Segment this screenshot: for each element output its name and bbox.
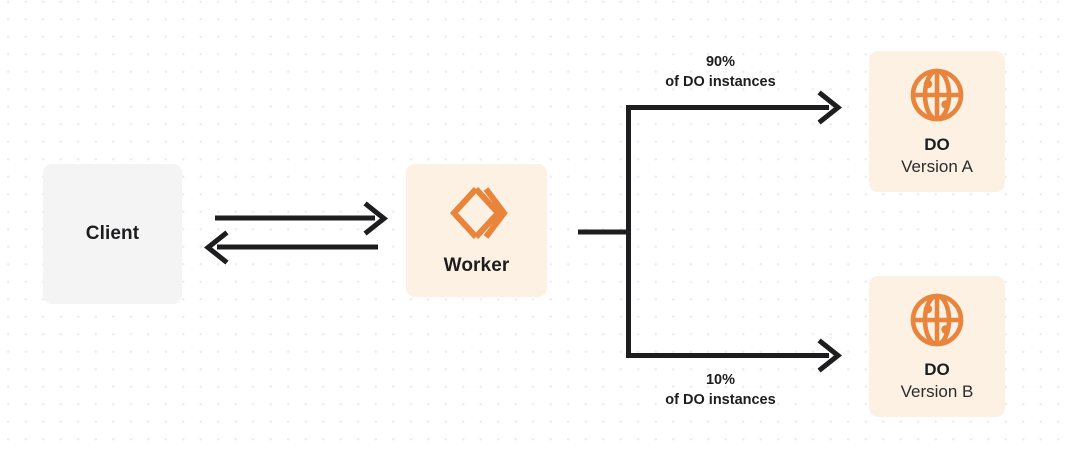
edge-worker-to-client bbox=[203, 230, 378, 265]
node-worker-label: Worker bbox=[443, 255, 510, 277]
edge-label-10-percent: 10% of DO instances bbox=[608, 370, 833, 410]
edge-label-90-percent-caption: of DO instances bbox=[665, 74, 776, 90]
edge-worker-to-do-a bbox=[626, 90, 843, 125]
edge-label-10-percent-value: 10% bbox=[705, 372, 736, 388]
node-do-version-b-title: DO bbox=[924, 359, 950, 379]
edge-client-to-worker bbox=[215, 201, 389, 236]
node-client-label: Client bbox=[85, 223, 140, 245]
globe-icon bbox=[908, 66, 966, 124]
node-worker: Worker bbox=[406, 164, 547, 297]
node-do-version-a-subtitle: Version A bbox=[901, 157, 973, 177]
edge-worker-to-do-b bbox=[626, 338, 843, 373]
node-do-version-b-subtitle: Version B bbox=[900, 382, 974, 402]
cloudflare-workers-icon bbox=[446, 184, 508, 242]
globe-icon bbox=[908, 291, 966, 349]
edge-label-10-percent-caption: of DO instances bbox=[665, 392, 776, 408]
node-client: Client bbox=[43, 164, 182, 304]
node-do-version-a-title: DO bbox=[924, 134, 950, 154]
node-do-version-b: DO Version B bbox=[869, 276, 1005, 417]
edge-label-90-percent-value: 90% bbox=[705, 54, 736, 70]
edge-label-90-percent: 90% of DO instances bbox=[608, 52, 833, 92]
node-do-version-a: DO Version A bbox=[869, 51, 1005, 192]
